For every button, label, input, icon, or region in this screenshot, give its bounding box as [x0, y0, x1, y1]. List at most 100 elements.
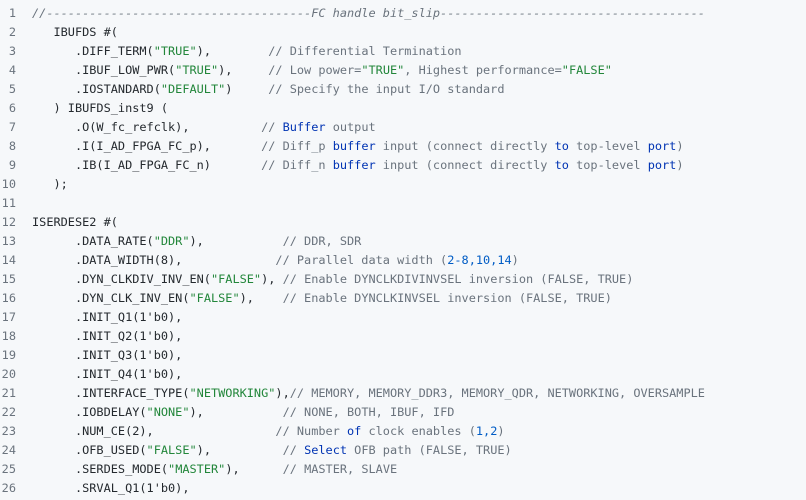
- line-number: 4: [8, 63, 16, 77]
- code-token: //: [282, 443, 305, 457]
- code-token: //-------------------------------------F…: [32, 6, 705, 20]
- line-number: 2: [8, 25, 16, 39]
- code-text: .O(W_fc_refclk), // Buffer output: [32, 118, 376, 137]
- code-token: .I(I_AD_FPGA_FC_p),: [32, 139, 262, 153]
- code-text: .IOSTANDARD("DEFAULT") // Specify the in…: [32, 80, 505, 99]
- code-token: // Low power=: [268, 63, 362, 77]
- code-text: .INIT_Q2(1'b0),: [32, 327, 182, 346]
- code-token: ),: [239, 291, 283, 305]
- line-number: 6: [8, 101, 16, 115]
- code-token: "NONE": [146, 405, 190, 419]
- code-token: buffer: [332, 158, 376, 172]
- code-token: ),: [275, 386, 290, 400]
- code-token: ),: [225, 462, 283, 476]
- line-number: 5: [8, 82, 16, 96]
- code-token: "TRUE": [175, 63, 219, 77]
- code-token: //: [261, 120, 283, 134]
- line-number: 20: [1, 367, 16, 381]
- code-token: "NETWORKING": [189, 386, 276, 400]
- code-token: OFB path (FALSE, TRUE): [347, 443, 512, 457]
- line-number: 25: [1, 462, 16, 476]
- code-text: .DYN_CLK_INV_EN("FALSE"), // Enable DYNC…: [32, 289, 612, 308]
- code-token: .SRVAL_Q1(1'b0),: [32, 481, 190, 495]
- code-token: .OFB_USED(: [32, 443, 147, 457]
- code-token: .NUM_CE(2),: [32, 424, 276, 438]
- code-token: // MEMORY, MEMORY_DDR3, MEMORY_QDR, NETW…: [289, 386, 705, 400]
- code-token: "TRUE": [153, 44, 197, 58]
- line-number: 10: [1, 177, 16, 191]
- code-token: .IOSTANDARD(: [32, 82, 161, 96]
- line-number: 14: [1, 253, 16, 267]
- code-token: "MASTER": [168, 462, 226, 476]
- code-token: ): [497, 424, 505, 438]
- line-number: 7: [8, 120, 16, 134]
- code-text: .INIT_Q1(1'b0),: [32, 308, 182, 327]
- code-text: //-------------------------------------F…: [32, 4, 705, 23]
- code-text: .NUM_CE(2), // Number of clock enables (…: [32, 422, 505, 441]
- code-token: .O(W_fc_refclk),: [32, 120, 262, 134]
- code-token: .SERDES_MODE(: [32, 462, 169, 476]
- code-token: .IB(I_AD_FPGA_FC_n): [32, 158, 262, 172]
- code-text: .INTERFACE_TYPE("NETWORKING"),// MEMORY,…: [32, 384, 705, 403]
- code-token: port: [647, 139, 677, 153]
- code-text: .IB(I_AD_FPGA_FC_n) // Diff_n buffer inp…: [32, 156, 684, 175]
- code-token: ): [225, 82, 269, 96]
- code-text: .SERDES_MODE("MASTER"), // MASTER, SLAVE: [32, 460, 397, 479]
- code-token: of: [347, 424, 362, 438]
- code-token: port: [647, 158, 677, 172]
- code-token: IBUFDS #(: [32, 25, 118, 39]
- code-token: , Highest performance=: [404, 63, 562, 77]
- code-text: ) IBUFDS_inst9 (: [32, 99, 168, 118]
- code-text: .DIFF_TERM("TRUE"), // Differential Term…: [32, 42, 462, 61]
- code-token: ): [676, 158, 684, 172]
- code-token: // DDR, SDR: [282, 234, 362, 248]
- code-token: .INIT_Q4(1'b0),: [32, 367, 183, 381]
- code-token: Buffer: [282, 120, 326, 134]
- line-number: 17: [1, 310, 16, 324]
- code-token: "FALSE": [561, 63, 612, 77]
- code-text: .INIT_Q3(1'b0),: [32, 346, 182, 365]
- code-token: .INTERFACE_TYPE(: [32, 386, 190, 400]
- code-text: .INIT_Q4(1'b0),: [32, 365, 182, 384]
- code-token: // Specify the input I/O standard: [268, 82, 505, 96]
- code-text: .IOBDELAY("NONE"), // NONE, BOTH, IBUF, …: [32, 403, 454, 422]
- code-text: .DATA_WIDTH(8), // Parallel data width (…: [32, 251, 519, 270]
- code-token: ),: [196, 443, 283, 457]
- code-token: ): [676, 139, 684, 153]
- line-number: 26: [1, 481, 16, 495]
- code-text: .OFB_USED("FALSE"), // Select OFB path (…: [32, 441, 512, 460]
- code-token: // Diff_p: [261, 139, 333, 153]
- code-token: .INIT_Q2(1'b0),: [32, 329, 183, 343]
- code-token: top-level: [568, 139, 648, 153]
- code-token: "TRUE": [361, 63, 405, 77]
- line-number: 19: [1, 348, 16, 362]
- code-text: );: [32, 175, 67, 194]
- code-token: .DYN_CLKDIV_INV_EN(: [32, 272, 211, 286]
- code-token: ) IBUFDS_inst9 (: [32, 101, 169, 115]
- code-token: ),: [261, 272, 283, 286]
- code-text: .SRVAL_Q1(1'b0),: [32, 479, 190, 498]
- line-number: 13: [1, 234, 16, 248]
- code-token: "FALSE": [210, 272, 262, 286]
- code-token: .INIT_Q1(1'b0),: [32, 310, 183, 324]
- line-number: 16: [1, 291, 16, 305]
- code-token: // MASTER, SLAVE: [282, 462, 398, 476]
- code-token: // Parallel data width (: [275, 253, 448, 267]
- code-token: buffer: [332, 139, 376, 153]
- code-token: input (connect directly: [375, 158, 555, 172]
- code-token: output: [325, 120, 376, 134]
- code-text: IBUFDS #(: [32, 23, 118, 42]
- code-token: // Number: [275, 424, 347, 438]
- code-text: .I(I_AD_FPGA_FC_p), // Diff_p buffer inp…: [32, 137, 684, 156]
- code-token: ),: [189, 234, 283, 248]
- line-number: 9: [8, 158, 16, 172]
- code-token: .INIT_Q3(1'b0),: [32, 348, 183, 362]
- code-token: // Diff_n: [261, 158, 333, 172]
- line-number: 1: [8, 6, 16, 20]
- code-token: .IOBDELAY(: [32, 405, 147, 419]
- code-token: // NONE, BOTH, IBUF, IFD: [282, 405, 455, 419]
- code-token: "FALSE": [146, 443, 197, 457]
- code-token: 1,2: [475, 424, 498, 438]
- code-token: "FALSE": [189, 291, 240, 305]
- line-number: 11: [1, 196, 16, 210]
